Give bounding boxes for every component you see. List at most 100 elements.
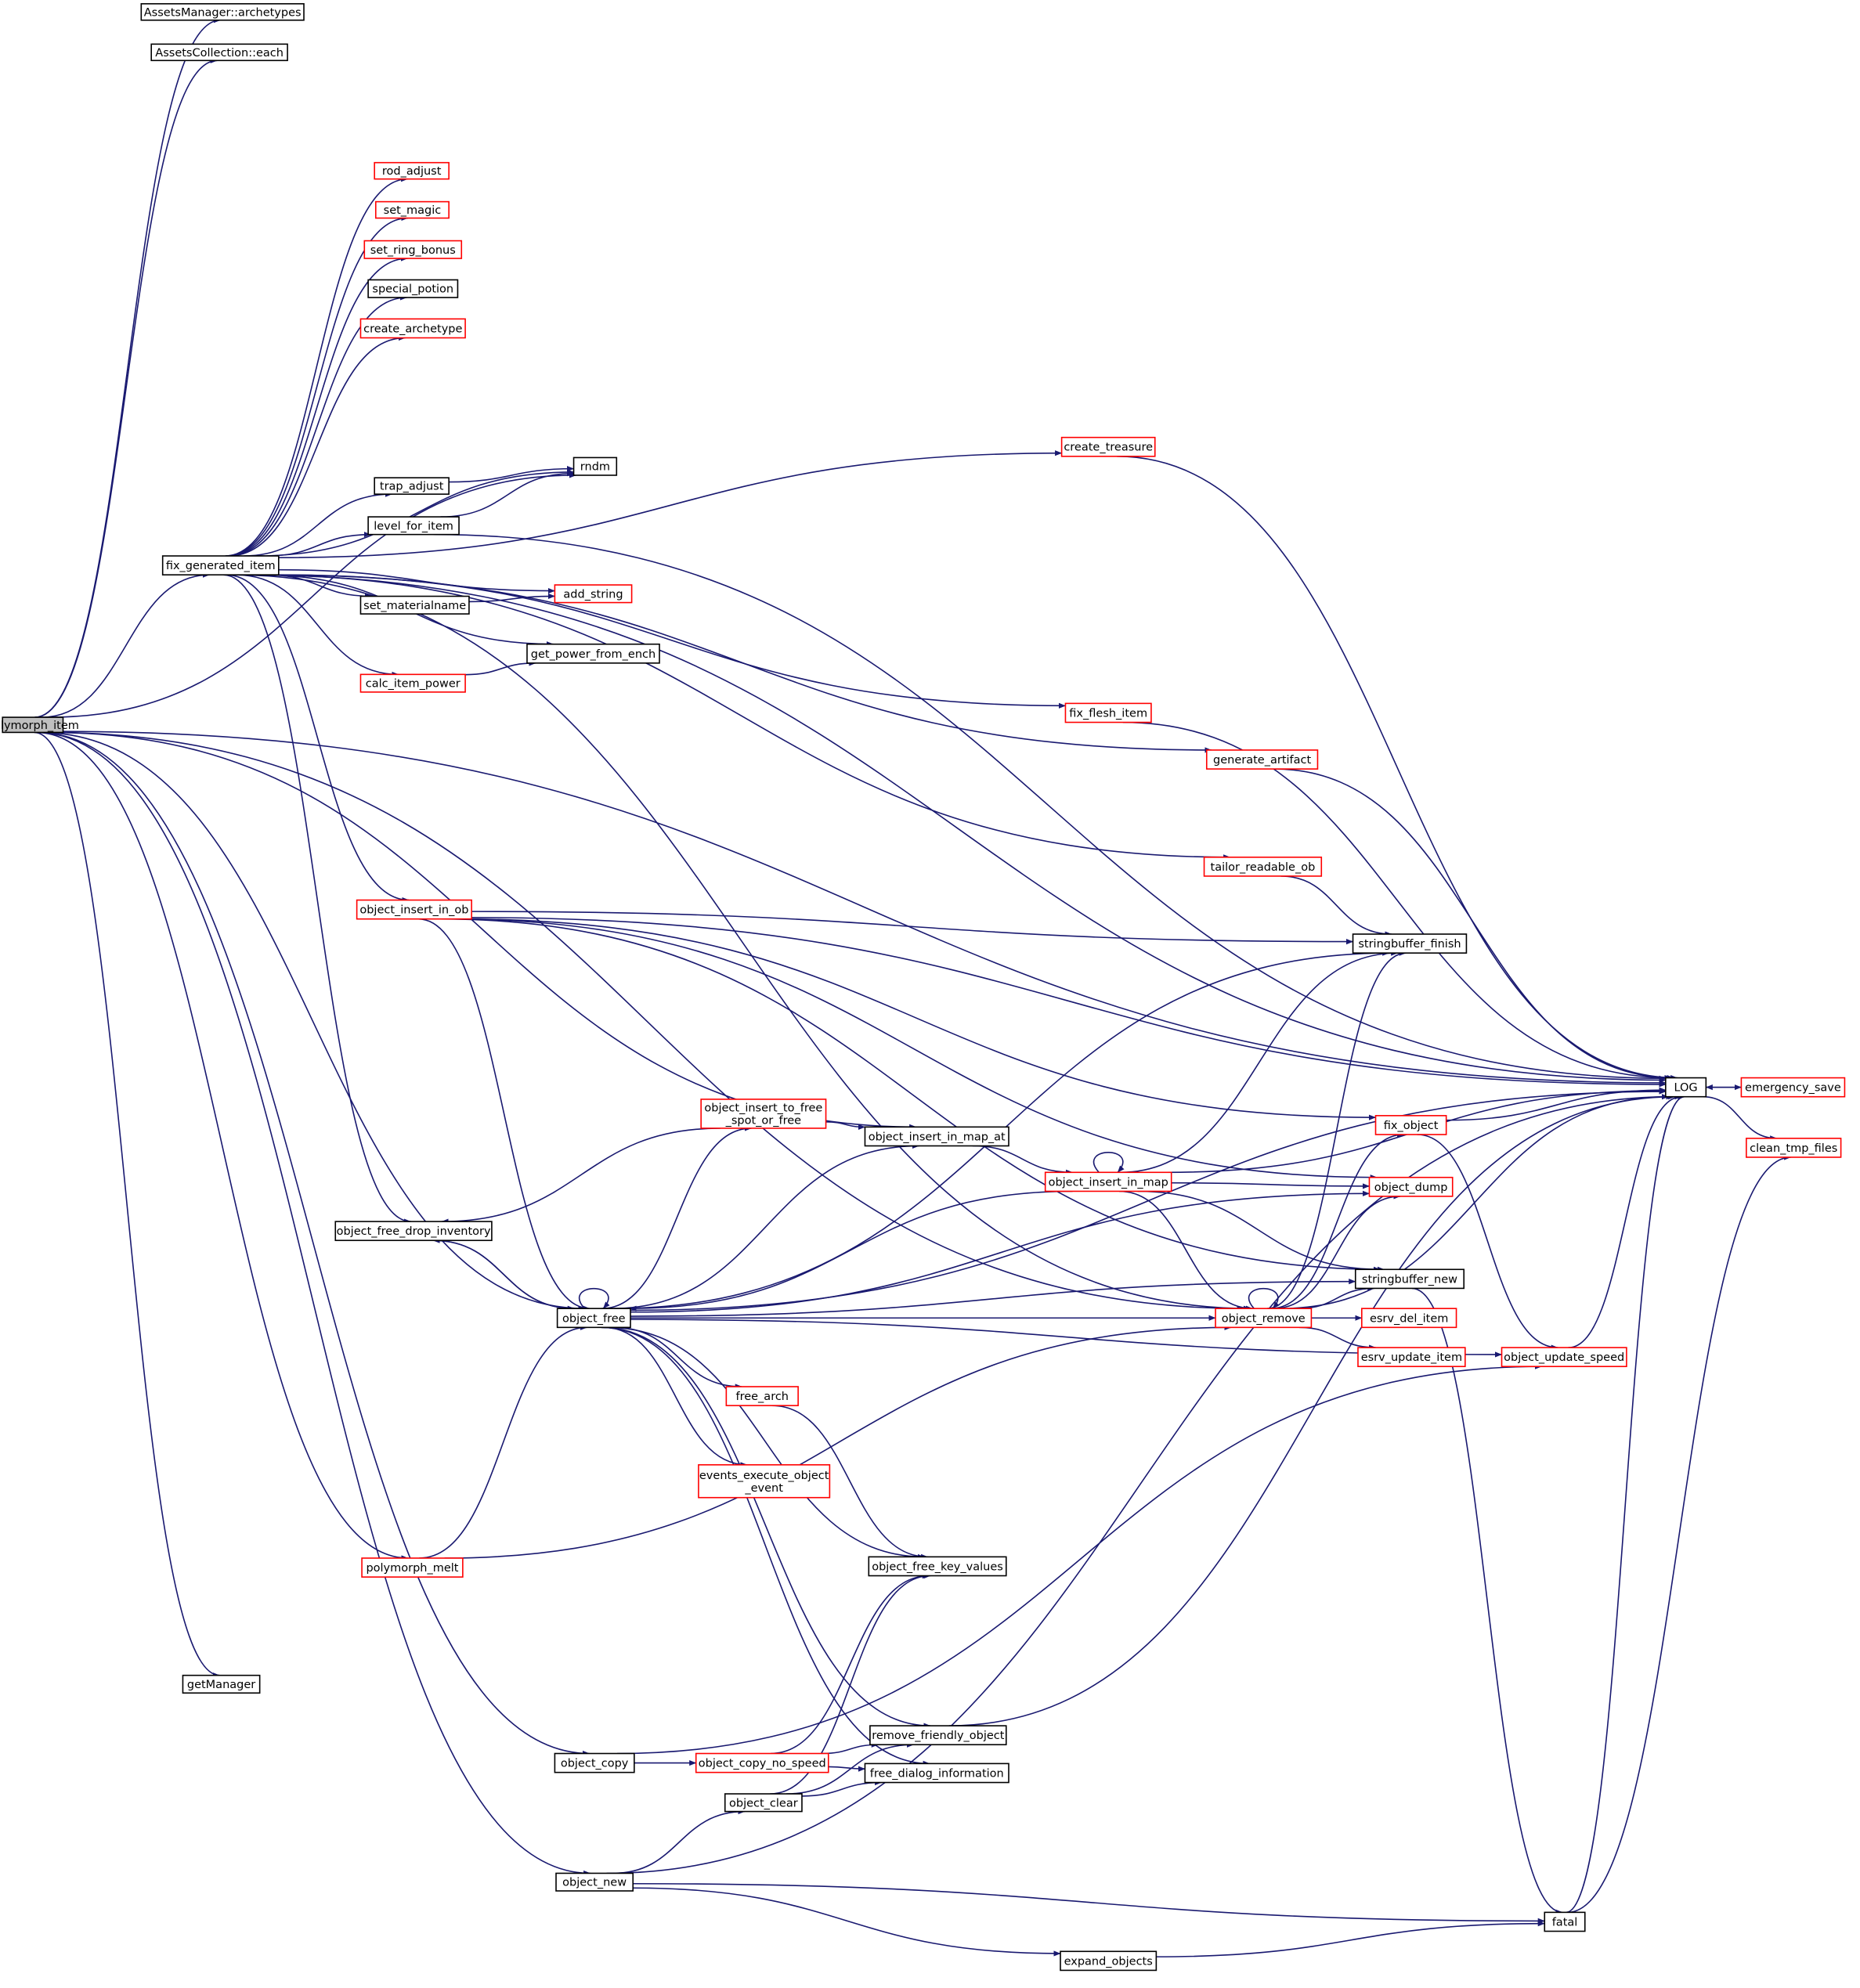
edge-object-free-to-remove-friendly-object [601,1326,931,1729]
edge-polymorph-item-to-log [63,731,1667,1086]
node-box [555,1872,634,1892]
node-trap-adjust[interactable]: trap_adjust [374,477,450,495]
node-object-free[interactable]: object_free [556,1308,631,1329]
node-object-copy[interactable]: object_copy [554,1752,635,1773]
node-free-dialog-information[interactable]: free_dialog_information [864,1763,1009,1784]
edge-object-new-to-fatal [633,1882,1545,1924]
edge-fix-generated-item-to-set-magic [226,215,409,557]
node-get-power-from-ench[interactable]: get_power_from_ench [526,643,660,664]
node-label: object_free [562,1312,626,1325]
node-set-magic[interactable]: set_magic [374,200,450,219]
node-set-materialname[interactable]: set_materialname [359,595,470,615]
node-fix-flesh-item[interactable]: fix_flesh_item [1064,702,1152,723]
node-stringbuffer-finish[interactable]: stringbuffer_finish [1352,933,1468,954]
edge-object-remove-to-esrv-update-item [1298,1326,1377,1351]
node-object-remove[interactable]: object_remove [1215,1308,1313,1329]
node-label: polymorph_melt [366,1562,458,1575]
node-free-arch[interactable]: free_arch [725,1386,799,1406]
node-label: rod_adjust [382,165,442,178]
node-object-clear[interactable]: object_clear [724,1793,803,1813]
node-object-copy-no-speed[interactable]: object_copy_no_speed [695,1752,829,1773]
node-esrv-update-item[interactable]: esrv_update_item [1357,1347,1466,1368]
node-emergency-save[interactable]: emergency_save [1740,1077,1846,1098]
node-object-new[interactable]: object_new [555,1872,634,1892]
node-remove-friendly-object[interactable]: remove_friendly_object [869,1725,1007,1746]
node-box [1352,933,1468,954]
node-ac-each[interactable]: AssetsCollection::each [150,43,288,62]
node-set-ring-bonus[interactable]: set_ring_bonus [363,240,463,259]
node-label: get_power_from_ench [531,648,656,661]
node-rod-adjust[interactable]: rod_adjust [374,161,450,180]
edge-fix-generated-item-to-calc-item-power [236,574,399,677]
node-box [1740,1077,1846,1098]
node-create-archetype[interactable]: create_archetype [359,318,466,339]
node-object-insert-in-ob[interactable]: object_insert_in_ob [356,899,472,920]
node-label: generate_artifact [1213,754,1311,767]
node-box [864,1126,1009,1147]
node-box [359,673,466,693]
edge-fix-generated-item-to-trap-adjust [243,491,392,557]
node-add-string[interactable]: add_string [554,584,633,604]
node-generate-artifact[interactable]: generate_artifact [1205,749,1319,770]
node-label: polymorph_item [0,720,79,732]
edge-fix-generated-item-to-special-potion [227,294,407,557]
edge-fix-flesh-item-to-log [1122,721,1672,1081]
node-label: LOG [1674,1082,1697,1095]
node-object-insert-in-map-at[interactable]: object_insert_in_map_at [864,1126,1009,1147]
node-box [1205,749,1319,770]
edge-trap-adjust-to-rndm [449,466,574,483]
node-box [363,240,463,259]
node-esrv-del-item[interactable]: esrv_del_item [1361,1308,1457,1329]
edge-object-free-to-object-update-speed [630,1319,1502,1358]
node-clean-tmp-files[interactable]: clean_tmp_files [1746,1138,1842,1158]
node-fix-object[interactable]: fix_object [1374,1115,1447,1135]
edge-object-free-to-object-dump [630,1190,1370,1313]
node-polymorph-item[interactable]: polymorph_item [0,716,79,734]
node-am-archetypes[interactable]: AssetsManager::archetypes [140,3,305,21]
node-box [556,1308,631,1329]
node-stringbuffer-new[interactable]: stringbuffer_new [1354,1268,1465,1290]
edge-object-free-to-object-insert-in-map-at [612,1142,919,1309]
node-polymorph-melt[interactable]: polymorph_melt [361,1557,464,1578]
node-level-for-item[interactable]: level_for_item [367,516,460,536]
node-fix-generated-item[interactable]: fix_generated_item [161,555,280,575]
node-object-free-drop-inventory[interactable]: object_free_drop_inventory [334,1221,493,1242]
edge-level-for-item-to-rndm [440,471,574,518]
edge-object-free-to-object-free-key-values [607,1326,925,1560]
node-rndm[interactable]: rndm [572,456,618,476]
node-fatal[interactable]: fatal [1544,1911,1586,1932]
node-object-free-key-values[interactable]: object_free_key_values [868,1556,1007,1577]
node-log[interactable]: LOG [1665,1077,1707,1098]
node-events-execute-object-event[interactable]: events_execute_object_event [698,1464,831,1499]
edge-fix-generated-item-to-tailor-readable-ob [253,574,1231,861]
node-label: add_string [563,588,623,601]
node-box [725,1386,799,1406]
node-object-insert-in-map[interactable]: object_insert_in_map [1044,1171,1172,1192]
node-label: object_dump [1374,1182,1448,1194]
edges-layer [34,17,1792,1957]
node-label: object_insert_in_ob [359,904,468,917]
node-box [868,1556,1007,1577]
edge-object-insert-in-map-to-object-insert-in-map [1093,1152,1125,1173]
node-expand-objects[interactable]: expand_objects [1060,1950,1158,1972]
node-label: object_new [562,1877,627,1889]
node-label: tailor_readable_ob [1211,861,1316,874]
node-create-treasure[interactable]: create_treasure [1060,436,1156,457]
edge-object-insert-to-free-to-object-insert-in-map-at [825,1121,865,1130]
edge-object-insert-in-ob-to-stringbuffer-finish [471,911,1353,945]
node-calc-item-power[interactable]: calc_item_power [359,673,466,693]
node-special-potion[interactable]: special_potion [367,279,459,298]
edge-polymorph-item-to-object-new [36,731,591,1877]
node-label: _spot_or_free [725,1114,802,1127]
node-label: object_insert_in_map [1049,1176,1168,1189]
node-box [150,43,288,62]
edge-fatal-to-log [1566,1094,1685,1914]
node-object-dump[interactable]: object_dump [1368,1176,1454,1197]
node-box [1544,1911,1586,1932]
node-object-update-speed[interactable]: object_update_speed [1501,1347,1627,1368]
node-box [359,318,466,339]
node-box [1215,1308,1313,1329]
node-getmanager[interactable]: getManager [182,1674,261,1694]
node-object-insert-to-free[interactable]: object_insert_to_free_spot_or_free [700,1099,827,1129]
node-tailor-readable-ob[interactable]: tailor_readable_ob [1203,857,1323,877]
